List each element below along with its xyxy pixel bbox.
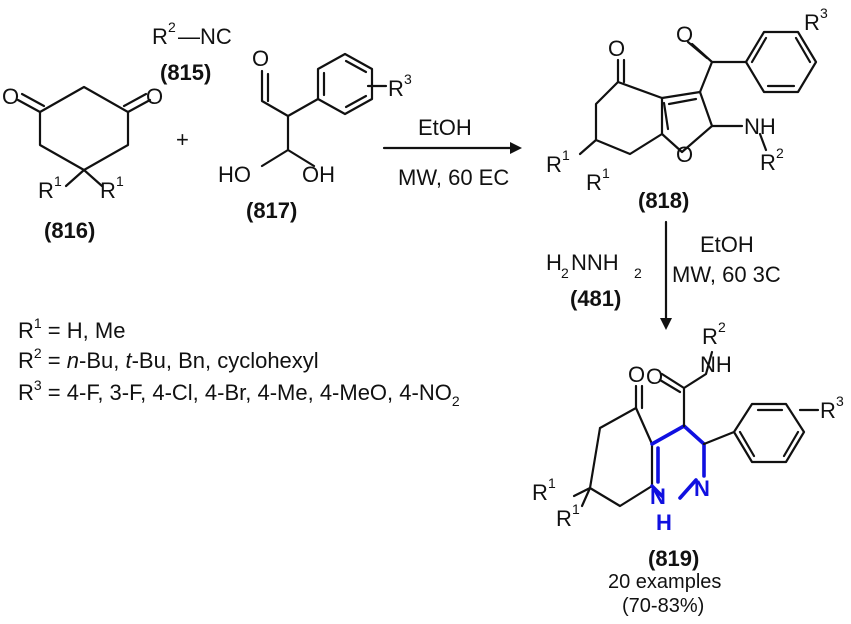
c816-ring [38,85,130,172]
c817-ring [316,52,374,116]
c818-r2-sup: 2 [776,145,784,161]
c817-oh: OH [302,162,335,187]
c817-chain [260,69,320,168]
c816-r1b: R [100,178,116,203]
compound-817: O HO OH R 3 (817) [218,46,412,223]
c817-ring-double [322,59,368,109]
c819-r2: R [702,324,718,349]
step2-conditions: MW, 60 3C [672,262,781,287]
c817-ho: HO [218,162,251,187]
c815-nc: —NC [178,24,232,49]
step2-reagent: EtOH [700,232,754,257]
c816-co-right [122,92,152,114]
c815-sup: 2 [168,19,176,35]
substituent-legend: R1 = H, Me R2 = n-Bu, t-Bu, Bn, cyclohex… [18,315,460,409]
c816-r1a-sup: 1 [54,173,62,189]
c816-r1b-sup: 1 [116,173,124,189]
legend-r2: R2 = n-Bu, t-Bu, Bn, cyclohexyl [18,345,319,373]
c816-id: (816) [44,218,95,243]
c815-r: R [152,24,168,49]
c819-r2-sup: 2 [718,319,726,335]
c818-r1a-sup: 1 [562,147,570,163]
c817-id: (817) [246,198,297,223]
c818-o-ketone: O [608,36,625,61]
c818-r1a: R [546,152,562,177]
c481-h: H [546,250,562,275]
c818-aryl-ring [744,30,818,94]
c819-pyridazine-highlight [650,424,706,500]
c819-r1b-sup: 1 [572,501,580,517]
c816-r1a: R [38,178,54,203]
c819-r1a-sup: 1 [548,475,556,491]
c819-r1b: R [556,506,572,531]
step1-reagent: EtOH [418,115,472,140]
legend-r1: R1 = H, Me [18,315,125,343]
c818-o-benzoyl: O [676,22,693,47]
c819-o-amide: O [646,364,663,389]
c818-r1b-sup: 1 [602,165,610,181]
legend-r3: R3 = 4-F, 3-F, 4-Cl, 4-Br, 4-Me, 4-MeO, … [18,377,460,409]
c819-examples: 20 examples [608,571,721,593]
c819-yield: (70-83%) [622,595,704,617]
c818-o-furan: O [676,142,693,167]
plus-sign: + [176,127,189,152]
c817-r3: R [388,76,404,101]
c818-r1-bond [578,138,598,156]
c817-o: O [252,46,269,71]
c816-o-left: O [2,84,19,109]
c819-r1-bond [572,486,592,508]
c819-h-ring: H [656,510,672,535]
c816-o-right: O [146,84,163,109]
c819-o-ketone: O [628,362,645,387]
c819-r3-sup: 3 [836,393,844,409]
c818-furan-double [662,97,698,131]
c818-r2: R [760,150,776,175]
c817-r3-sup: 3 [404,71,412,87]
compound-819: O O NH R 2 R 3 N N H R 1 R 1 (819) 20 ex… [532,319,844,617]
c818-benzoyl [686,40,748,94]
c819-n-azo: N [694,476,710,501]
step2-arrowhead [660,318,672,330]
compound-818: O O O NH R 2 R 3 R 1 R 1 (818) [546,5,828,213]
c481-nnh: NNH [571,250,619,275]
c819-nh: NH [700,352,732,377]
c481-sub1: 2 [561,265,569,281]
c818-r3: R [804,10,820,35]
c819-r1a: R [532,480,548,505]
c481-id: (481) [570,286,621,311]
c815-id: (815) [160,60,211,85]
c816-r1-bonds [64,168,104,188]
step1-arrowhead [510,142,522,154]
step1-conditions: MW, 60 EC [398,165,509,190]
c819-r3: R [820,398,836,423]
compound-815: R 2 —NC (815) [152,19,232,85]
c816-co-left [16,92,46,114]
c818-r2-bond [758,132,768,152]
reaction-step-1: EtOH MW, 60 EC [382,115,522,190]
reaction-step-2: H 2 NNH 2 (481) EtOH MW, 60 3C [546,220,781,330]
c818-nh: NH [744,114,776,139]
c819-nh-ring: N [650,484,666,509]
c818-cyclohexenone [594,80,664,156]
compound-816: O O R 1 R 1 (816) [2,84,163,243]
c819-amide [658,350,714,428]
c818-r1b: R [586,170,602,195]
c819-id: (819) [648,546,699,571]
c481-sub2: 2 [634,265,642,281]
c819-aryl [702,402,806,464]
c819-ketone [634,384,644,410]
c818-id: (818) [638,188,689,213]
c818-co [616,58,626,84]
c818-r3-sup: 3 [820,5,828,21]
c819-carbocycle [588,406,654,508]
